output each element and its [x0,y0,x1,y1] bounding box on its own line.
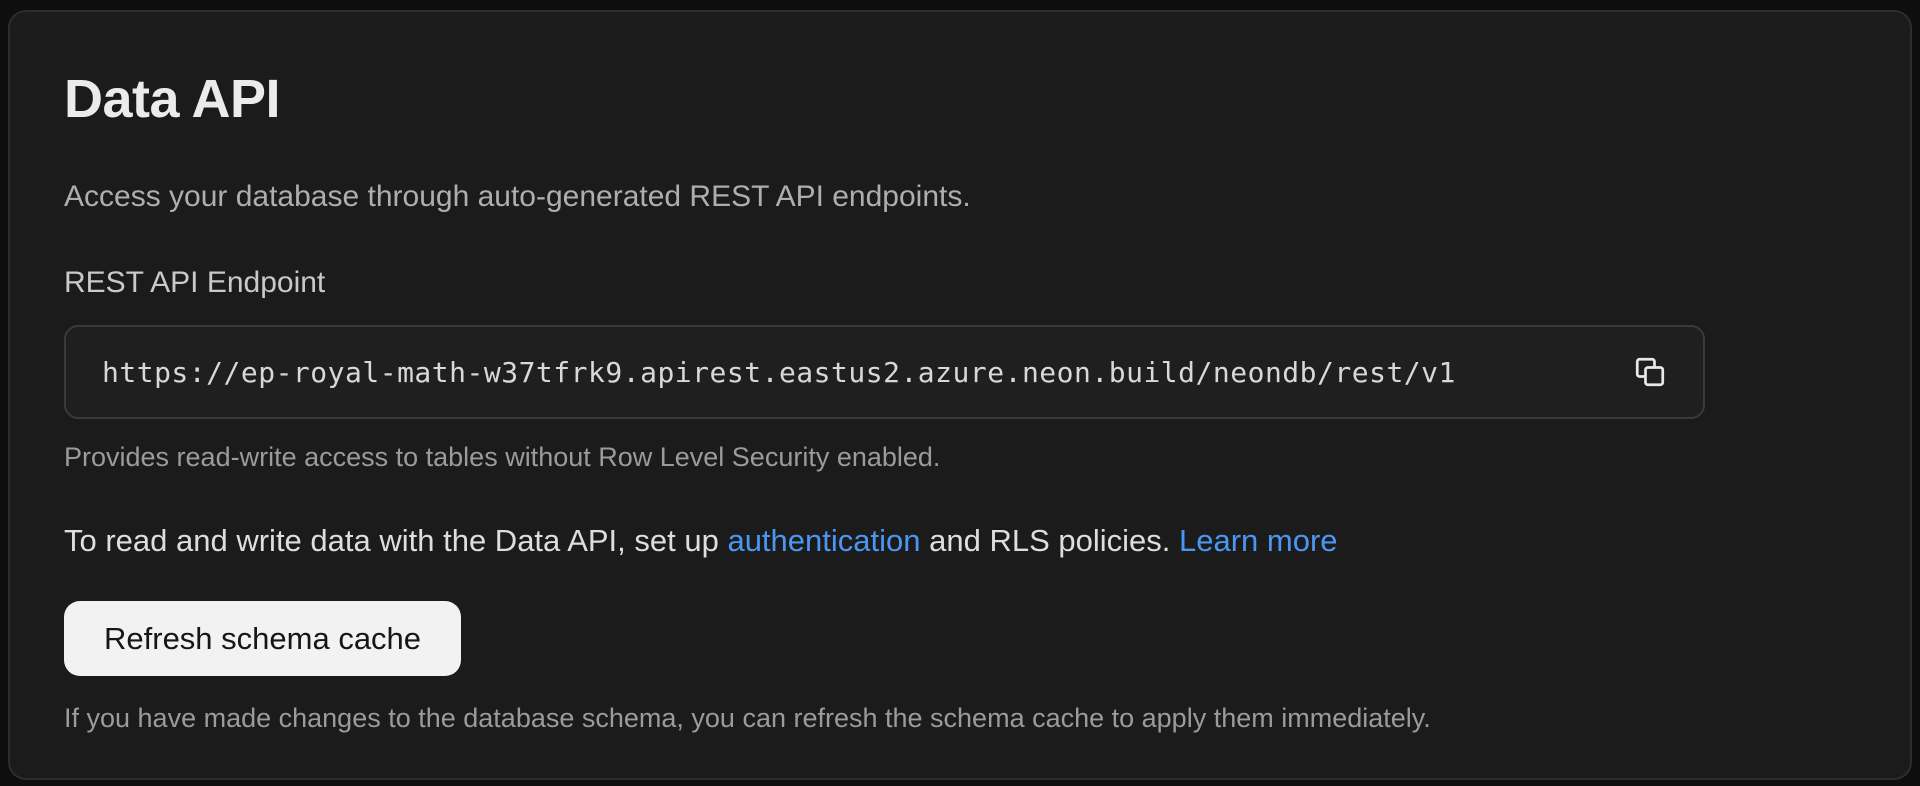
auth-note-text-middle: and RLS policies. [920,522,1179,558]
refresh-helper-text: If you have made changes to the database… [64,702,1431,733]
rest-api-endpoint-label: REST API Endpoint [64,266,326,300]
learn-more-link[interactable]: Learn more [1178,522,1338,558]
auth-note: To read and write data with the Data API… [64,522,1856,559]
rest-api-endpoint-field[interactable]: https://ep-royal-math-w37tfrk9.apirest.e… [64,325,1705,420]
panel-description: Access your database through auto-genera… [64,180,971,214]
page-title: Data API [64,69,281,129]
copy-icon [1632,354,1668,390]
refresh-schema-cache-button[interactable]: Refresh schema cache [64,600,462,676]
authentication-link[interactable]: authentication [727,522,921,558]
data-api-panel: Data API Access your database through au… [8,10,1912,780]
endpoint-helper-text: Provides read-write access to tables wit… [64,442,941,473]
endpoint-url-value[interactable]: https://ep-royal-math-w37tfrk9.apirest.e… [102,355,1456,389]
copy-endpoint-button[interactable] [1627,349,1673,395]
auth-note-text-before: To read and write data with the Data API… [64,522,728,558]
